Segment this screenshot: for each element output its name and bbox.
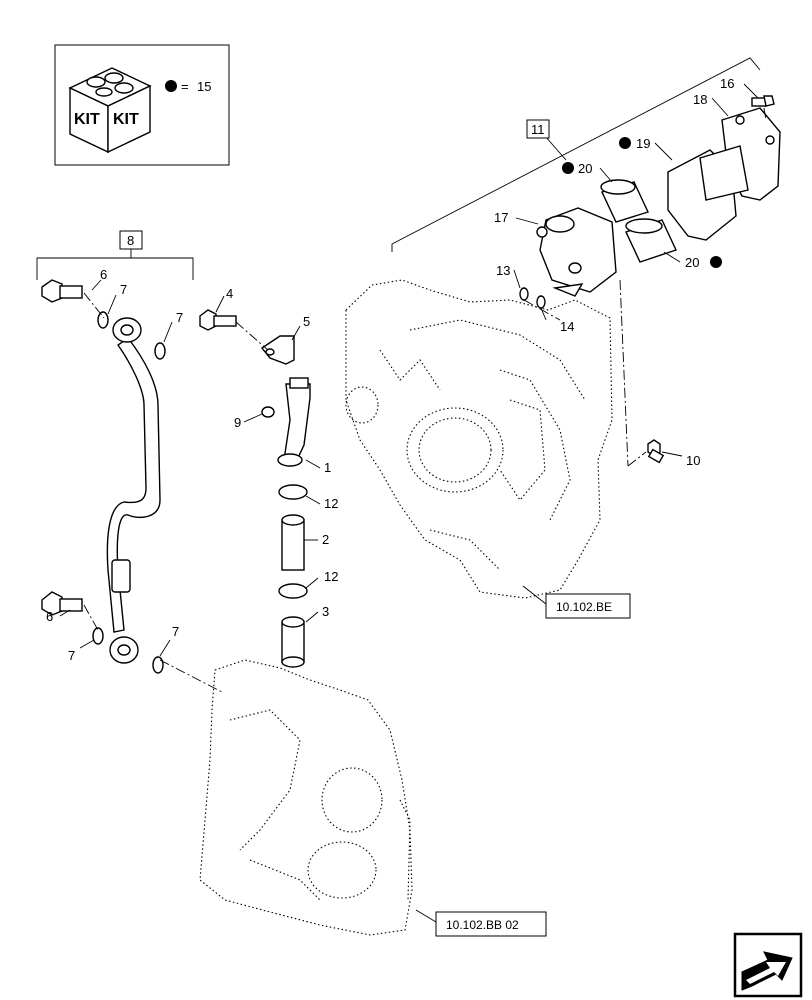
reference-10-102-be: 10.102.BE (545, 593, 631, 619)
washers (92, 311, 275, 674)
sleeve-20-lower (625, 218, 677, 263)
kit-label-left: KIT (74, 111, 100, 128)
front-gear-housing (199, 659, 413, 936)
callout-20-b: 20 (685, 255, 699, 270)
hose-2 (281, 514, 305, 571)
kit-item-number: 15 (197, 79, 211, 94)
callout-6-top: 6 (100, 267, 107, 282)
callout-20-a: 20 (578, 161, 592, 176)
banjo-bolt-top (41, 279, 83, 303)
group-8-bracket: 8 (36, 230, 194, 280)
kit-legend: KIT KIT = 15 (54, 44, 230, 166)
callout-9: 9 (234, 415, 241, 430)
reference-label-bb02: 10.102.BB 02 (446, 918, 519, 932)
kit-bullet-20-upper-icon (562, 162, 574, 174)
bolt-10 (647, 439, 665, 464)
kit-bullet-icon (165, 80, 177, 92)
callout-7-c: 7 (68, 648, 75, 663)
kit-bullet-19-icon (619, 137, 631, 149)
callout-6-bottom: 6 (46, 609, 53, 624)
bracket-5 (260, 335, 295, 365)
callout-2: 2 (322, 532, 329, 547)
callout-19: 19 (636, 136, 650, 151)
kit-box-icon (68, 67, 152, 154)
leader-lines (59, 83, 759, 923)
callout-18: 18 (693, 92, 707, 107)
callout-13: 13 (496, 263, 510, 278)
banjo-bolt-bottom (41, 591, 83, 616)
callout-16: 16 (720, 76, 734, 91)
callout-12-a: 12 (324, 496, 338, 511)
group-11-bracket: 11 (391, 57, 761, 252)
kit-bullet-20-lower-icon (710, 256, 722, 268)
flywheel-housing (345, 279, 613, 599)
callout-7-d: 7 (172, 624, 179, 639)
kit-equals: = (181, 79, 189, 94)
callout-12-b: 12 (324, 569, 338, 584)
fuel-line-pipe (106, 317, 161, 664)
callout-7-b: 7 (176, 310, 183, 325)
cover-18 (699, 107, 781, 201)
assembly-lines (83, 107, 767, 693)
callout-7-a: 7 (120, 282, 127, 297)
bolt-16 (751, 95, 775, 107)
hose-clamp-bottom (278, 583, 308, 599)
callout-5: 5 (303, 314, 310, 329)
callout-3: 3 (322, 604, 329, 619)
callout-10: 10 (686, 453, 700, 468)
elbow-connector-1 (277, 377, 311, 467)
pipe-3 (281, 616, 305, 668)
callout-4: 4 (226, 286, 233, 301)
callout-numbers: 6 7 7 4 5 9 1 12 2 12 3 6 7 7 10 13 14 1… (46, 76, 734, 663)
o-ring-14 (536, 295, 546, 309)
sleeve-20-upper (600, 179, 649, 223)
callout-1: 1 (324, 460, 331, 475)
hose-clamp-top (278, 484, 308, 500)
callout-14: 14 (560, 319, 574, 334)
next-page-arrow-icon[interactable] (733, 932, 803, 998)
kit-label-right: KIT (113, 111, 139, 128)
reference-label-be: 10.102.BE (556, 600, 612, 614)
reference-10-102-bb02: 10.102.BB 02 (435, 911, 547, 937)
group-11-label: 11 (531, 122, 545, 137)
callout-17: 17 (494, 210, 508, 225)
bolt-4 (199, 309, 237, 331)
group-8-label: 8 (127, 233, 134, 248)
o-ring-13 (519, 287, 529, 301)
thermostat-housing-17 (536, 207, 617, 297)
